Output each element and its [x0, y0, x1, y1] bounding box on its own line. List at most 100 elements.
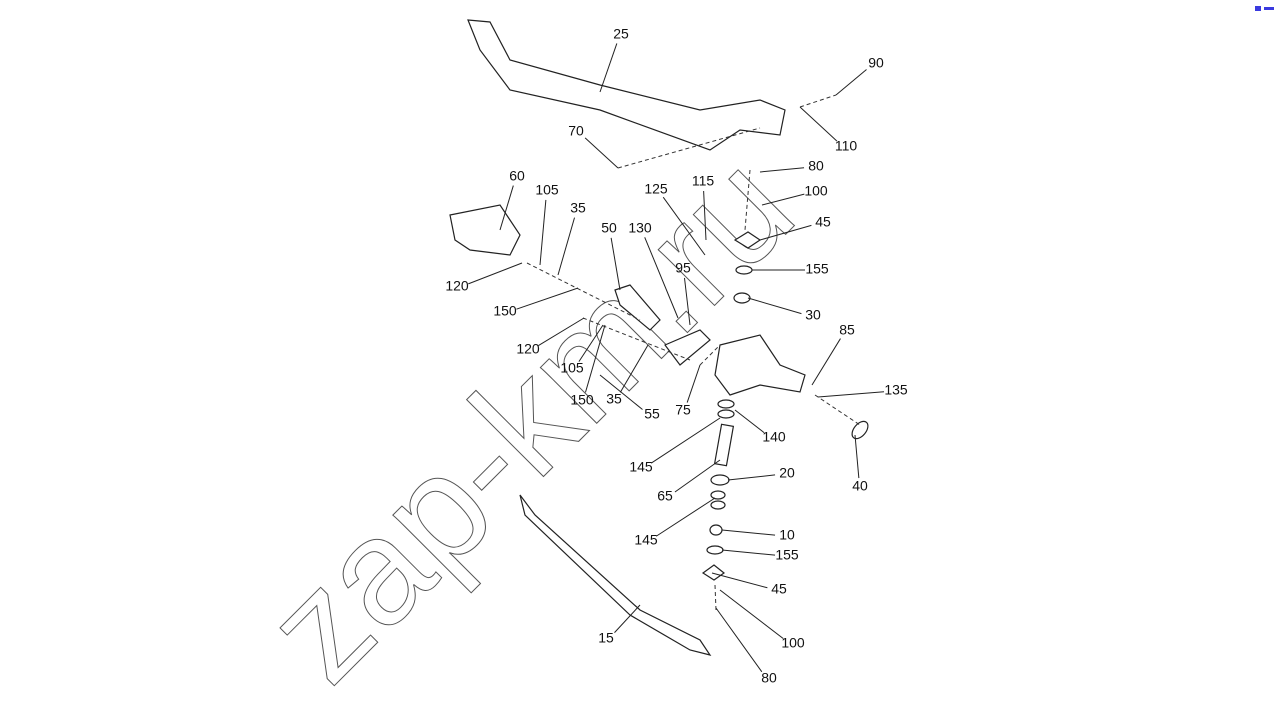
callout-35: 35 — [570, 200, 586, 216]
callout-110: 110 — [835, 138, 858, 154]
callout-100: 100 — [804, 183, 828, 199]
callout-labels: 25 90 110 70 80 100 115 125 45 60 105 35 50 130 95 155 1… — [445, 26, 908, 686]
leader-line — [650, 417, 721, 464]
knuckle — [714, 334, 806, 396]
callout-10: 10 — [779, 527, 795, 543]
callout-45: 45 — [771, 581, 787, 597]
tie-rod-15 — [519, 494, 712, 656]
watermark: zap-km.ru — [233, 122, 824, 711]
seal-40 — [851, 420, 869, 440]
callout-40: 40 — [852, 478, 868, 494]
leader-line — [614, 604, 641, 633]
callout-105: 105 — [535, 182, 559, 198]
ring-155b — [706, 545, 724, 555]
callout-125: 125 — [644, 181, 668, 197]
callout-105: 105 — [560, 360, 584, 376]
leader-line — [538, 317, 585, 346]
callout-55: 55 — [644, 406, 660, 422]
leader-line — [727, 474, 776, 481]
leader-line — [610, 237, 621, 291]
callout-35: 35 — [606, 391, 622, 407]
callout-145: 145 — [629, 459, 653, 475]
leader-line — [557, 217, 576, 276]
callout-140: 140 — [762, 429, 786, 445]
callout-90: 90 — [868, 55, 884, 71]
bracket-60 — [449, 204, 521, 256]
steering-arm-75 — [664, 329, 711, 366]
washer-140b — [717, 409, 735, 419]
leader-line — [835, 69, 867, 96]
callout-100: 100 — [781, 635, 805, 651]
leader-line — [817, 391, 885, 398]
callout-95: 95 — [675, 260, 691, 276]
callout-130: 130 — [628, 220, 652, 236]
callout-45: 45 — [815, 214, 831, 230]
callout-120: 120 — [516, 341, 540, 357]
leader-line — [584, 324, 606, 393]
bush-10 — [709, 524, 723, 536]
kingpin-65 — [713, 423, 735, 467]
leader-line — [703, 190, 707, 241]
zoom-icon[interactable] — [1255, 6, 1261, 11]
bearing-30 — [733, 292, 751, 304]
leader-line — [761, 193, 805, 206]
leader-line — [734, 409, 765, 434]
callout-155: 155 — [775, 547, 799, 563]
leader-line — [759, 224, 812, 241]
leader-lines — [468, 43, 885, 673]
leader-line — [719, 589, 784, 640]
callout-115: 115 — [692, 173, 715, 189]
leader-line — [662, 196, 706, 256]
callout-25: 25 — [613, 26, 629, 42]
leader-line — [674, 459, 721, 493]
leader-line — [715, 607, 763, 673]
menu-icon[interactable] — [1264, 7, 1274, 10]
leader-line — [644, 237, 679, 319]
callout-120: 120 — [445, 278, 469, 294]
leader-line — [499, 185, 514, 231]
washer-145a — [710, 490, 726, 500]
leader-line — [721, 549, 776, 556]
callout-135: 135 — [884, 382, 908, 398]
callout-20: 20 — [779, 465, 795, 481]
callout-145: 145 — [634, 532, 658, 548]
leader-line — [584, 137, 619, 169]
leader-line — [516, 287, 579, 310]
callout-50: 50 — [601, 220, 617, 236]
steering-arm-50 — [614, 284, 661, 331]
dashes — [526, 94, 861, 611]
callout-150: 150 — [570, 392, 594, 408]
leader-line — [711, 572, 768, 589]
callout-80: 80 — [808, 158, 824, 174]
leader-line — [799, 106, 838, 142]
leader-line — [811, 338, 841, 386]
leader-line — [619, 344, 649, 393]
leader-line — [683, 277, 691, 326]
washer-145b — [710, 500, 726, 510]
axle-beam — [467, 19, 786, 151]
callout-30: 30 — [805, 307, 821, 323]
callout-80: 80 — [761, 670, 777, 686]
washer-140a — [717, 399, 735, 409]
leader-line — [721, 529, 776, 536]
cover-45b — [701, 564, 726, 581]
bearing-20 — [710, 474, 730, 486]
leader-line — [578, 324, 604, 362]
callout-70: 70 — [568, 123, 584, 139]
top-right-toolbar — [1255, 4, 1274, 11]
leader-line — [539, 199, 547, 266]
leader-line — [599, 374, 643, 410]
leader-line — [655, 497, 716, 537]
leader-line — [468, 262, 523, 285]
leader-line — [599, 43, 618, 93]
callout-15: 15 — [598, 630, 614, 646]
leader-line — [759, 167, 805, 173]
callout-75: 75 — [675, 402, 691, 418]
leader-line — [854, 434, 860, 479]
leader-line — [686, 364, 701, 403]
callout-65: 65 — [657, 488, 673, 504]
watermark-text: zap-km.ru — [234, 122, 824, 711]
parts — [449, 19, 869, 656]
callout-60: 60 — [509, 168, 525, 184]
